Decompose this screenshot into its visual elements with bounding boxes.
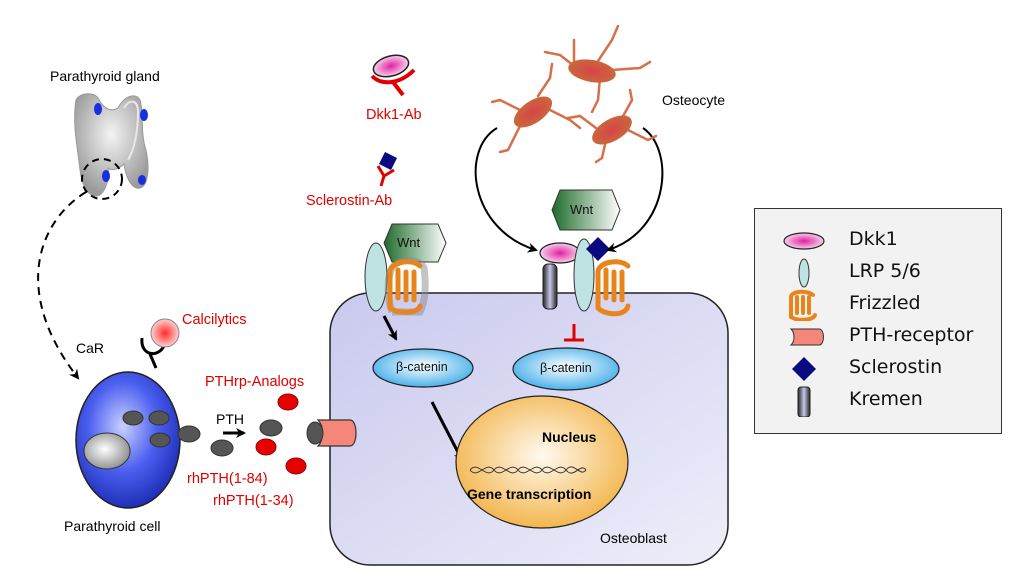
wnt-icon: [551, 189, 621, 231]
legend-item-dkk1: Dkk1: [755, 225, 1001, 257]
pth-receptor-icon: [306, 419, 357, 447]
dkk1-antibody-icon: [370, 54, 416, 97]
beta-catenin-left: [372, 348, 474, 388]
rhpth-1-34-label: rhPTH(1-34): [213, 493, 294, 509]
rhpth-1-84-label: rhPTH(1-84): [187, 471, 268, 487]
sclerostin-icon: [586, 237, 610, 261]
osteoblast-label: Osteoblast: [600, 530, 667, 546]
left-wnt-receptor-complex: [364, 223, 447, 341]
wnt-icon: [383, 223, 447, 263]
parathyroid-cell: [75, 337, 181, 509]
osteocyte-arrow-left: [474, 127, 538, 253]
dkk1-icon: [783, 232, 825, 250]
kremen-icon: [542, 263, 558, 310]
legend-label-pth-receptor: PTH-receptor: [849, 324, 974, 346]
osteocyte-label: Osteocyte: [662, 92, 726, 108]
lrp-icon: [573, 238, 595, 312]
osteocyte-arrow-right: [606, 127, 664, 253]
legend-item-pth-receptor: PTH-receptor: [755, 321, 1001, 353]
kremen-icon: [797, 386, 811, 417]
pth-receptor-icon: [789, 328, 824, 346]
legend-label-frizzled: Frizzled: [849, 292, 921, 314]
pth-label: PTH: [216, 411, 244, 427]
dna-helix-icon: [469, 466, 587, 474]
beta-catenin-right-label: β-catenin: [540, 361, 592, 375]
wnt-left-label: Wnt: [397, 235, 421, 250]
pthrp-analogs-label: PTHrp-Analogs: [205, 374, 305, 390]
sclerostin-icon: [792, 357, 816, 381]
calcilytics-label: Calcilytics: [182, 312, 247, 328]
legend-label-sclerostin: Sclerostin: [849, 356, 943, 378]
legend-label-dkk1: Dkk1: [849, 228, 898, 250]
sclerostin-ab-label: Sclerostin-Ab: [306, 193, 393, 209]
legend-item-kremen: Kremen: [755, 385, 1001, 417]
car-label: CaR: [76, 340, 105, 356]
pth-particles: [177, 393, 307, 475]
sclerostin-antibody-icon: [376, 152, 397, 187]
wnt-right-label: Wnt: [570, 202, 594, 217]
legend-item-sclerostin: Sclerostin: [755, 353, 1001, 385]
dkk1-ab-label: Dkk1-Ab: [366, 107, 422, 123]
gene-transcription-label: Gene transcription: [467, 486, 592, 502]
beta-catenin-right: [512, 347, 620, 391]
lrp-icon: [364, 242, 388, 312]
frizzled-icon: [789, 289, 817, 321]
lrp-icon: [798, 258, 810, 288]
frizzled-icon: [595, 259, 631, 317]
osteocyte-cells-icon: [490, 24, 658, 164]
nucleus-label: Nucleus: [542, 429, 597, 445]
legend-item-lrp: LRP 5/6: [755, 257, 1001, 289]
beta-catenin-left-label: β-catenin: [396, 360, 448, 374]
dkk1-icon: [539, 242, 581, 264]
secretion-dashed-arrow: [37, 191, 87, 380]
frizzled-icon: [384, 257, 429, 316]
legend-item-frizzled: Frizzled: [755, 289, 1001, 321]
legend-label-lrp: LRP 5/6: [849, 260, 921, 282]
calcilytics-molecule-icon: [150, 318, 180, 348]
parathyroid-gland-label: Parathyroid gland: [50, 68, 160, 84]
right-wnt-receptor-complex: [539, 189, 631, 342]
nucleus: [455, 395, 629, 529]
parathyroid-gland-icon: [74, 93, 149, 200]
legend: Dkk1 LRP 5/6 Frizzled PTH-receptor Scler…: [754, 208, 1002, 434]
parathyroid-cell-label: Parathyroid cell: [64, 518, 161, 534]
legend-label-kremen: Kremen: [849, 388, 923, 410]
